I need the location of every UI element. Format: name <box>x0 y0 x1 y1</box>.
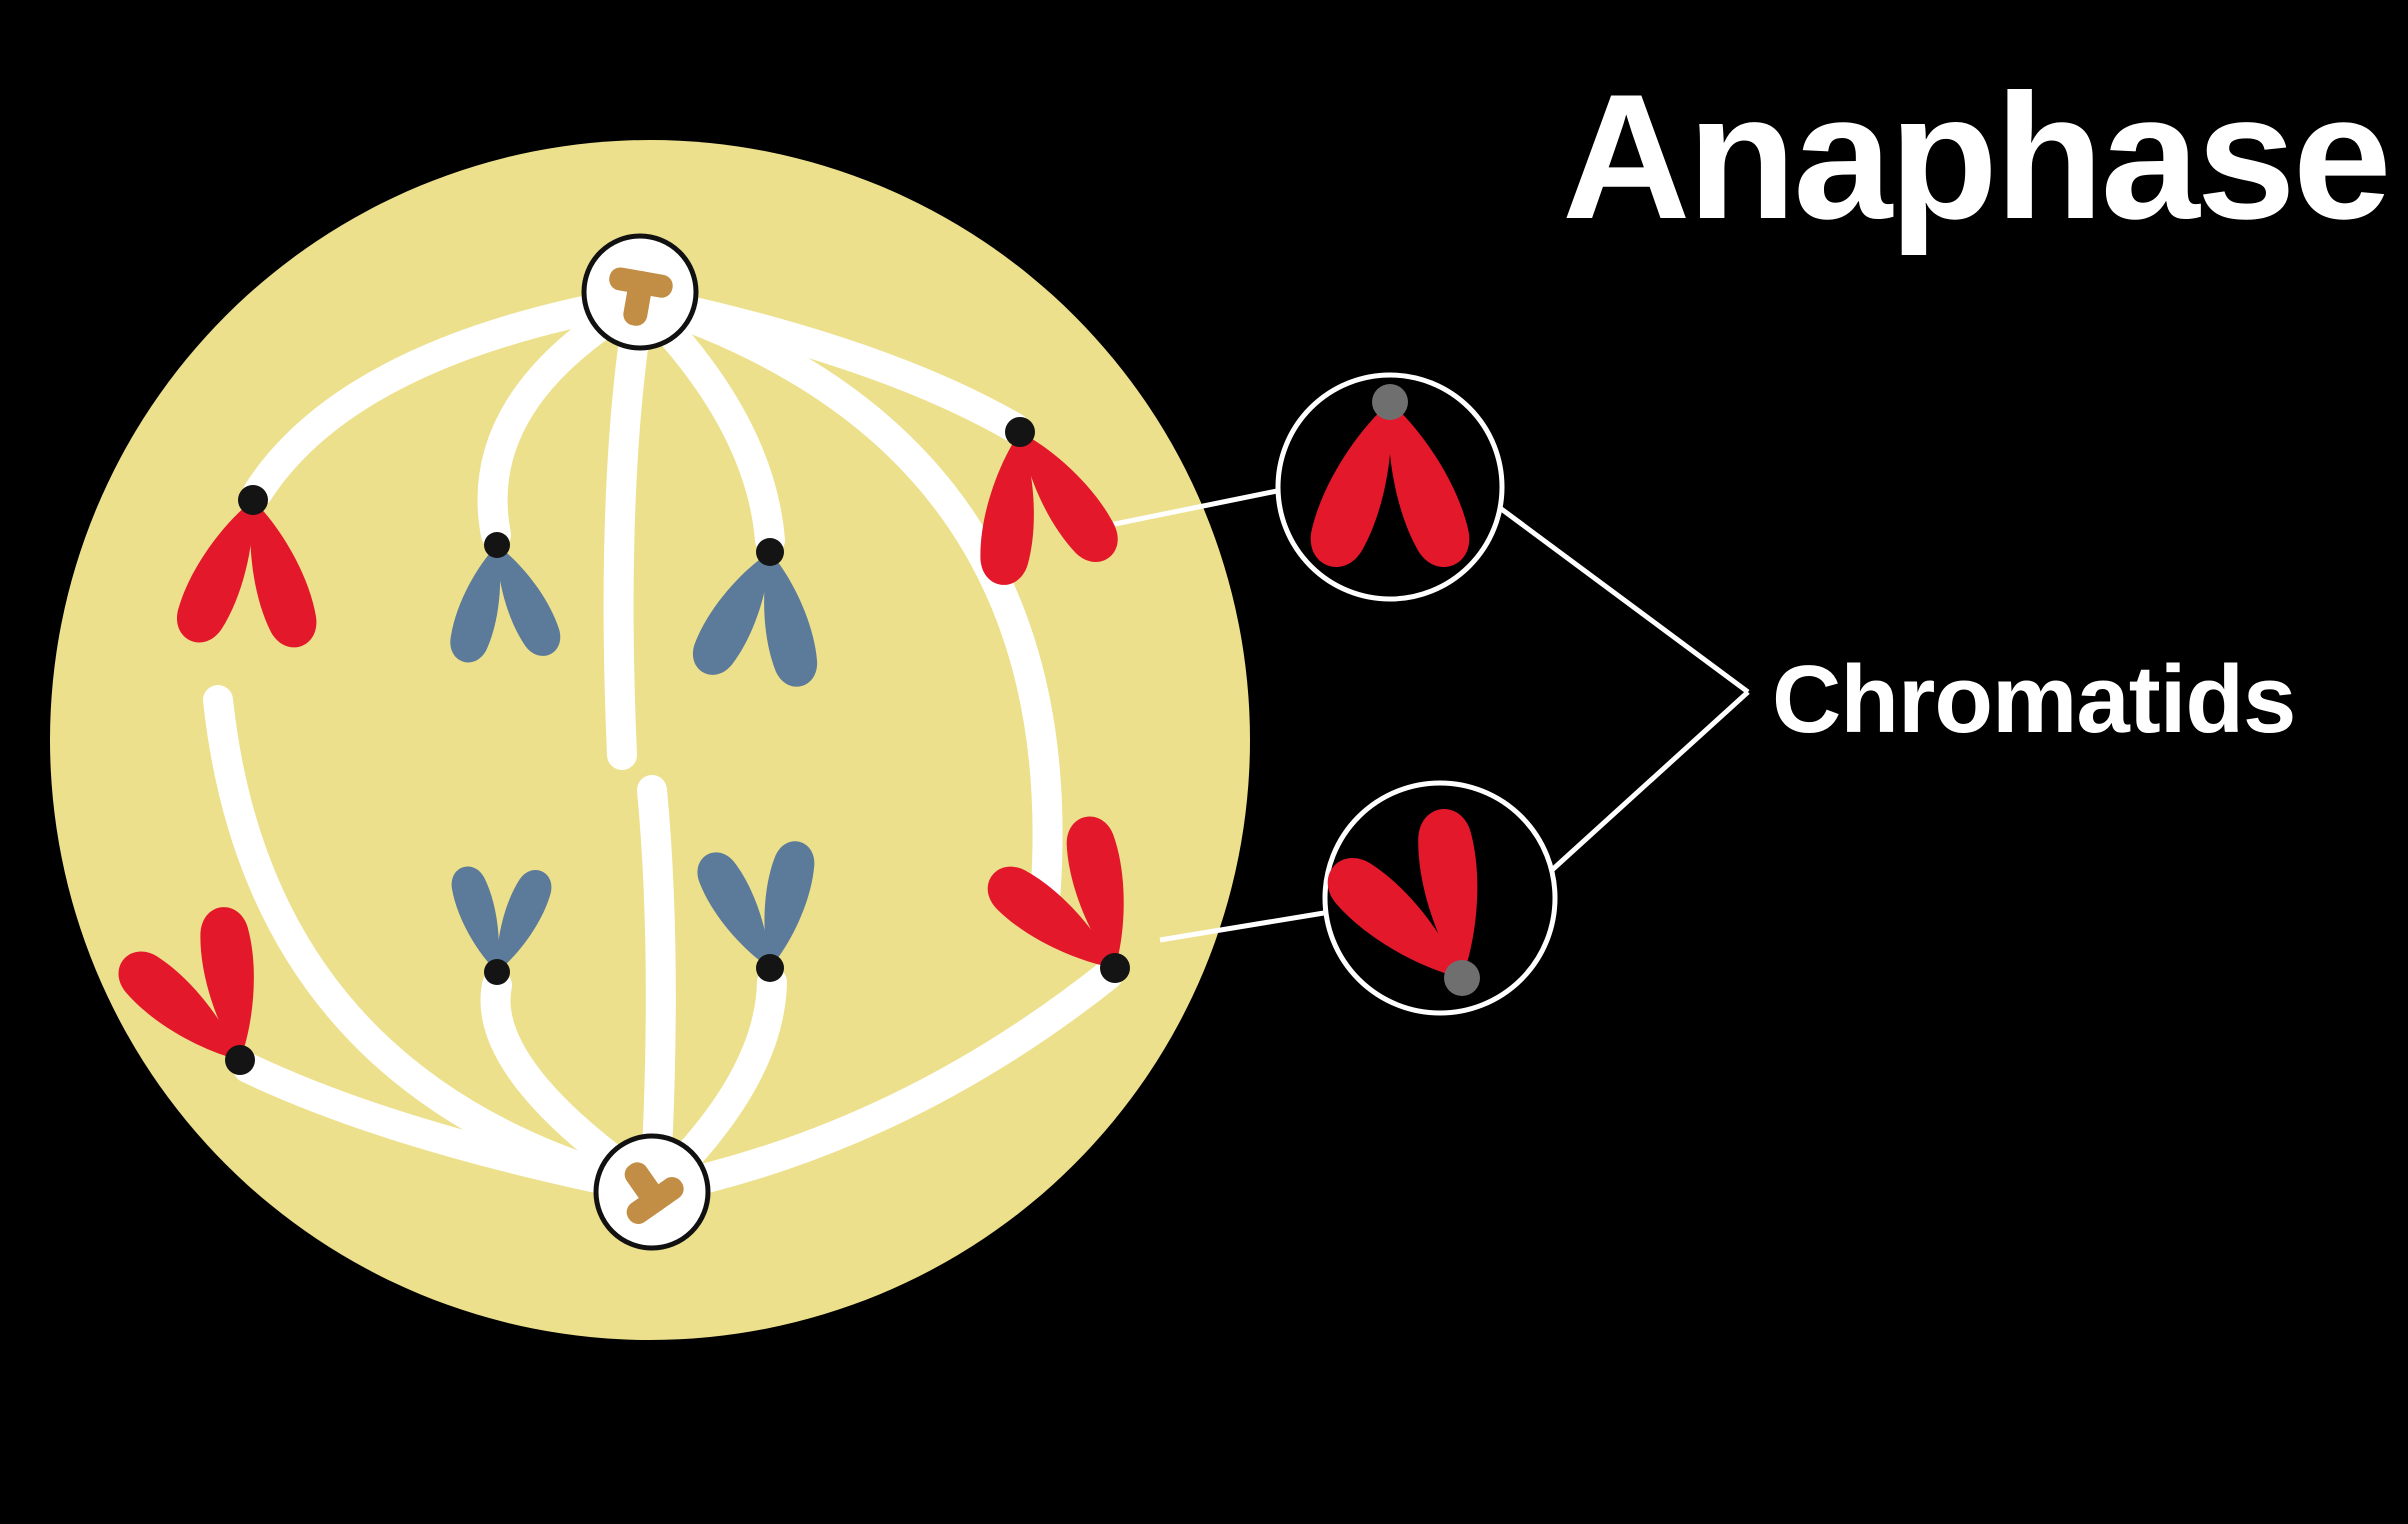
kinetochore-dot <box>484 532 510 558</box>
spindle-fiber <box>603 285 655 770</box>
spindle-fiber <box>640 960 1123 1205</box>
centrosome-bottom <box>593 1133 711 1251</box>
kinetochore-dot <box>1005 417 1035 447</box>
connector-line <box>1498 505 1750 695</box>
spindle-fiber <box>203 685 670 1205</box>
kinetochore-dot-zoom <box>1444 960 1480 996</box>
kinetochore-dot <box>225 1045 255 1075</box>
spindle-fiber <box>243 285 655 507</box>
kinetochore-dot <box>238 485 268 515</box>
chromatids-label: Chromatids <box>1772 646 2295 753</box>
kinetochore-dot <box>1100 953 1130 983</box>
zoom-callout-top <box>1275 372 1505 602</box>
centrosome-top <box>581 233 699 351</box>
connector-line <box>1094 487 1283 531</box>
kinetochore-dot <box>484 959 510 985</box>
kinetochore-dot <box>756 538 784 566</box>
diagram-title: Anaphase <box>1562 57 2389 256</box>
connector-line <box>1550 690 1750 872</box>
kinetochore-dot-zoom <box>1372 384 1408 420</box>
callout-connectors <box>1094 487 1750 943</box>
spindle-fiber <box>625 285 1063 915</box>
kinetochores <box>225 417 1130 1075</box>
spindle-fiber <box>637 775 676 1205</box>
zoom-callout-bottom <box>1306 780 1558 1028</box>
connector-line <box>1159 909 1331 943</box>
kinetochore-dot <box>756 954 784 982</box>
